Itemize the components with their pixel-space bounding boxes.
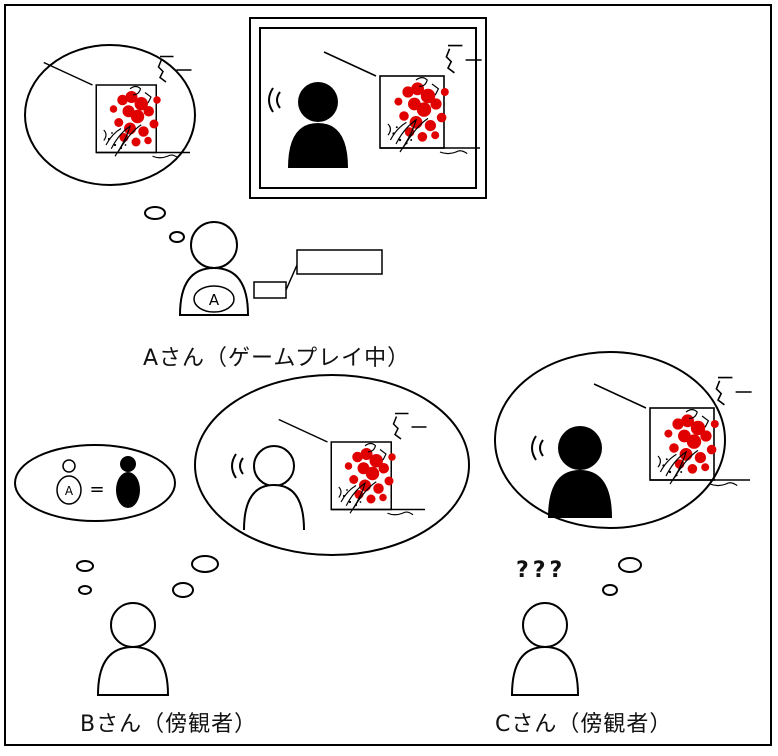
game-controller-icon (253, 281, 287, 299)
person-a-badge (193, 285, 235, 313)
controller-cable (285, 264, 298, 291)
thought-dot-a1 (144, 206, 166, 220)
thought-dot-b3 (172, 582, 194, 598)
person-b-head (110, 602, 156, 648)
bubble-b-outline-person (231, 445, 305, 531)
small-person-body-icon (56, 475, 82, 505)
thought-dot-c1 (618, 557, 642, 573)
person-a-head (190, 221, 238, 269)
person-c-body (510, 645, 580, 696)
monitor-silhouette (268, 82, 348, 168)
silhouette-head-icon (120, 456, 136, 472)
small-badge-label: A (65, 484, 74, 498)
thought-dot-b2 (78, 585, 92, 595)
confusion-marks: ??? (516, 558, 567, 583)
caption-person-b: Bさん（傍観者） (80, 712, 258, 737)
equals-sign: = (89, 479, 104, 500)
thought-dot-b4 (191, 555, 219, 573)
person-a-badge-label: A (209, 291, 220, 309)
thought-dot-b1 (76, 560, 94, 572)
person-b-body (96, 645, 170, 696)
thought-bubble-c (494, 351, 726, 529)
thought-bubble-a (24, 44, 196, 186)
bubble-c-silhouette (531, 426, 612, 518)
outer-frame (4, 4, 772, 746)
game-console-icon (296, 249, 383, 275)
thought-dot-c2 (602, 584, 618, 596)
caption-person-c: Cさん（傍観者） (495, 712, 673, 737)
thought-dot-a2 (169, 231, 185, 243)
small-person-head-icon (62, 459, 76, 473)
person-c-head (522, 602, 568, 648)
caption-person-a: Aさん（ゲームプレイ中） (143, 346, 411, 371)
silhouette-body-icon (116, 472, 140, 508)
